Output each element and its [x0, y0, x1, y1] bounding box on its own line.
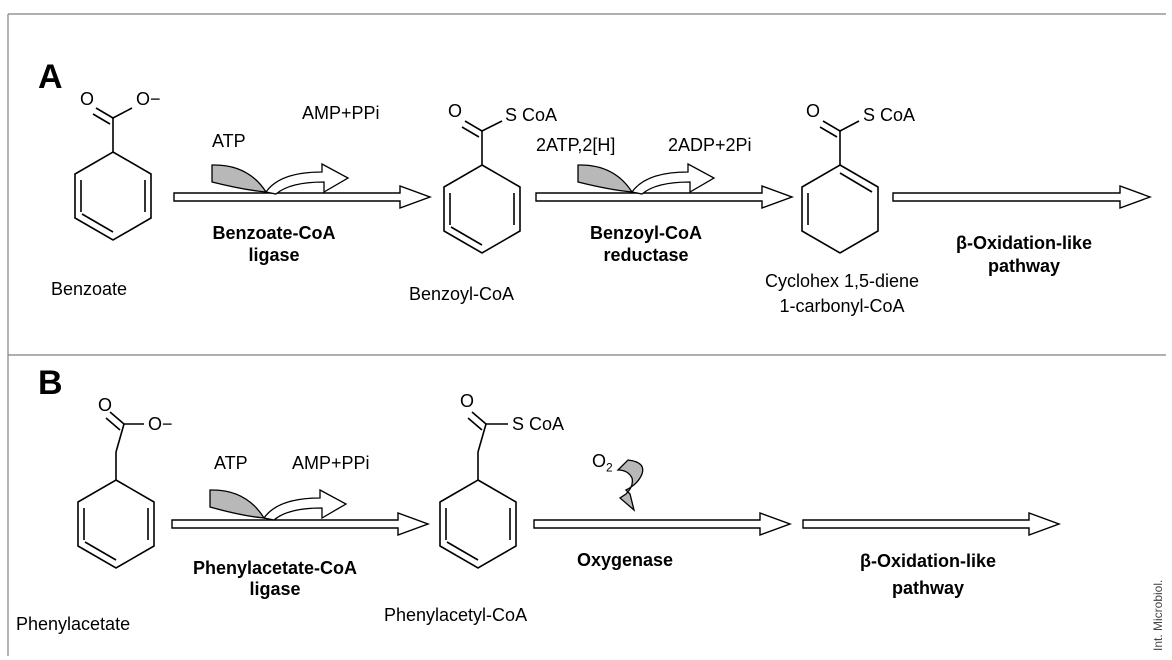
- cyclohex-scoa: S CoA: [863, 105, 916, 125]
- phenylacetylcoa-scoa: S CoA: [512, 414, 565, 434]
- step-b1-output: AMP+PPi: [292, 453, 370, 473]
- phenylacetate-oxygen-minus: O−: [148, 414, 173, 434]
- phenylacetylcoa-label: Phenylacetyl-CoA: [384, 605, 528, 625]
- benzoylcoa-oxygen: O: [448, 101, 463, 121]
- benzoylcoa-structure: [443, 120, 521, 254]
- reaction-arrow-a3: [892, 184, 1153, 210]
- step-b3-line2: pathway: [891, 578, 965, 598]
- step-a2-input: 2ATP,2[H]: [536, 135, 616, 155]
- step-b1-input: ATP: [214, 453, 248, 473]
- step-b1-enzyme-line1: Phenylacetate-CoA: [192, 558, 358, 578]
- step-a1-output: AMP+PPi: [302, 103, 380, 123]
- cyclohexdiene-structure: [801, 120, 879, 254]
- step-a2-enzyme-line1: Benzoyl-CoA: [590, 223, 702, 243]
- reaction-arrow-b2: [533, 459, 793, 537]
- step-a3-line2: pathway: [987, 256, 1061, 276]
- phenylacetylcoa-structure: [439, 411, 517, 569]
- step-a3-line1: β-Oxidation-like: [955, 233, 1093, 253]
- cyclohex-label-line2: 1-carbonyl-CoA: [779, 296, 905, 316]
- step-a2-enzyme-line2: reductase: [603, 245, 689, 265]
- reaction-arrow-b1: [171, 488, 431, 537]
- phenylacetate-label: Phenylacetate: [16, 614, 131, 634]
- step-a1-enzyme-line1: Benzoate-CoA: [212, 223, 336, 243]
- benzoylcoa-label: Benzoyl-CoA: [409, 284, 515, 304]
- benzoate-oxygen-minus: O−: [136, 89, 161, 109]
- reaction-arrow-a2: [535, 162, 795, 210]
- benzoylcoa-scoa: S CoA: [505, 105, 558, 125]
- panel-a-label: A: [38, 58, 63, 96]
- step-b1-enzyme-line2: ligase: [249, 579, 301, 599]
- step-b2-enzyme: Oxygenase: [576, 550, 674, 570]
- oxygen-symbol: O: [592, 451, 607, 471]
- oxygen-subscript: 2: [606, 460, 613, 475]
- cyclohex-label-line1: Cyclohex 1,5-diene: [764, 271, 920, 291]
- step-a1-input: ATP: [212, 131, 246, 151]
- step-a2-output: 2ADP+2Pi: [668, 135, 752, 155]
- reaction-arrow-a1: [173, 162, 433, 210]
- cyclohex-oxygen: O: [806, 101, 821, 121]
- phenylacetylcoa-oxygen: O: [460, 391, 475, 411]
- phenylacetate-structure: [77, 411, 155, 569]
- frame: [7, 13, 1166, 656]
- reaction-arrow-b3: [802, 511, 1062, 537]
- benzoate-structure: [74, 107, 152, 241]
- benzoate-oxygen: O: [80, 89, 95, 109]
- step-b2-oxygen: O2: [592, 450, 613, 479]
- phenylacetate-oxygen: O: [98, 395, 113, 415]
- benzoate-label: Benzoate: [51, 279, 128, 299]
- credit-text: Int. Microbiol.: [1151, 579, 1165, 651]
- step-a1-enzyme-line2: ligase: [248, 245, 300, 265]
- panel-b-label: B: [38, 364, 63, 402]
- step-b3-line1: β-Oxidation-like: [859, 551, 997, 571]
